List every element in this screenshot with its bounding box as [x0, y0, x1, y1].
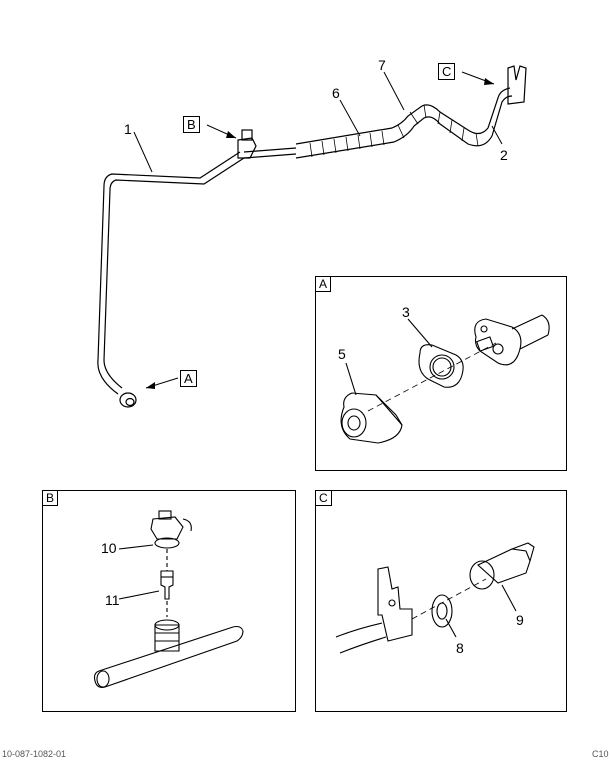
- callout-7: 7: [378, 57, 386, 73]
- callout-1: 1: [124, 121, 132, 137]
- bracket-c: [507, 65, 527, 105]
- drawing-number: 10-087-1082-01: [2, 749, 67, 759]
- bracket: [377, 566, 413, 642]
- panel-a-drawing: [340, 314, 550, 444]
- panel-b-label: B: [43, 491, 59, 506]
- callout-8: 8: [456, 640, 464, 656]
- cap-10: [150, 516, 184, 540]
- callout-6: 6: [332, 85, 340, 101]
- callout-10: 10: [101, 540, 117, 556]
- view-ref-b: B: [183, 116, 200, 133]
- tube-b: [93, 625, 244, 688]
- detail-panel-b: B 10 11: [42, 490, 296, 712]
- callout-9: 9: [516, 612, 524, 628]
- flange-fitting: [474, 318, 522, 366]
- sleeve-9: [477, 548, 531, 584]
- tube-assembly-upper: [97, 151, 241, 395]
- callout-2: 2: [500, 147, 508, 163]
- callout-3: 3: [402, 304, 410, 320]
- panel-c-label: C: [316, 491, 332, 506]
- panel-c-drawing: [335, 542, 535, 654]
- sleeve-6: [295, 104, 489, 145]
- connector-b: [237, 137, 257, 159]
- panel-b-drawing: [93, 510, 244, 688]
- tube-port: [154, 624, 180, 652]
- view-ref-c: C: [438, 63, 456, 80]
- washer-8: [431, 594, 453, 628]
- detail-panel-c: C 8 9: [315, 490, 567, 712]
- valve-11: [160, 570, 174, 600]
- panel-a-label: A: [316, 277, 332, 292]
- view-ref-a: A: [180, 370, 197, 387]
- detail-panel-a: A 3 5: [315, 276, 567, 471]
- fitting-end-a: [119, 392, 137, 408]
- callout-5: 5: [338, 346, 346, 362]
- page-ref: C10: [592, 749, 609, 759]
- callout-11: 11: [105, 592, 120, 608]
- gasket-3: [418, 344, 464, 388]
